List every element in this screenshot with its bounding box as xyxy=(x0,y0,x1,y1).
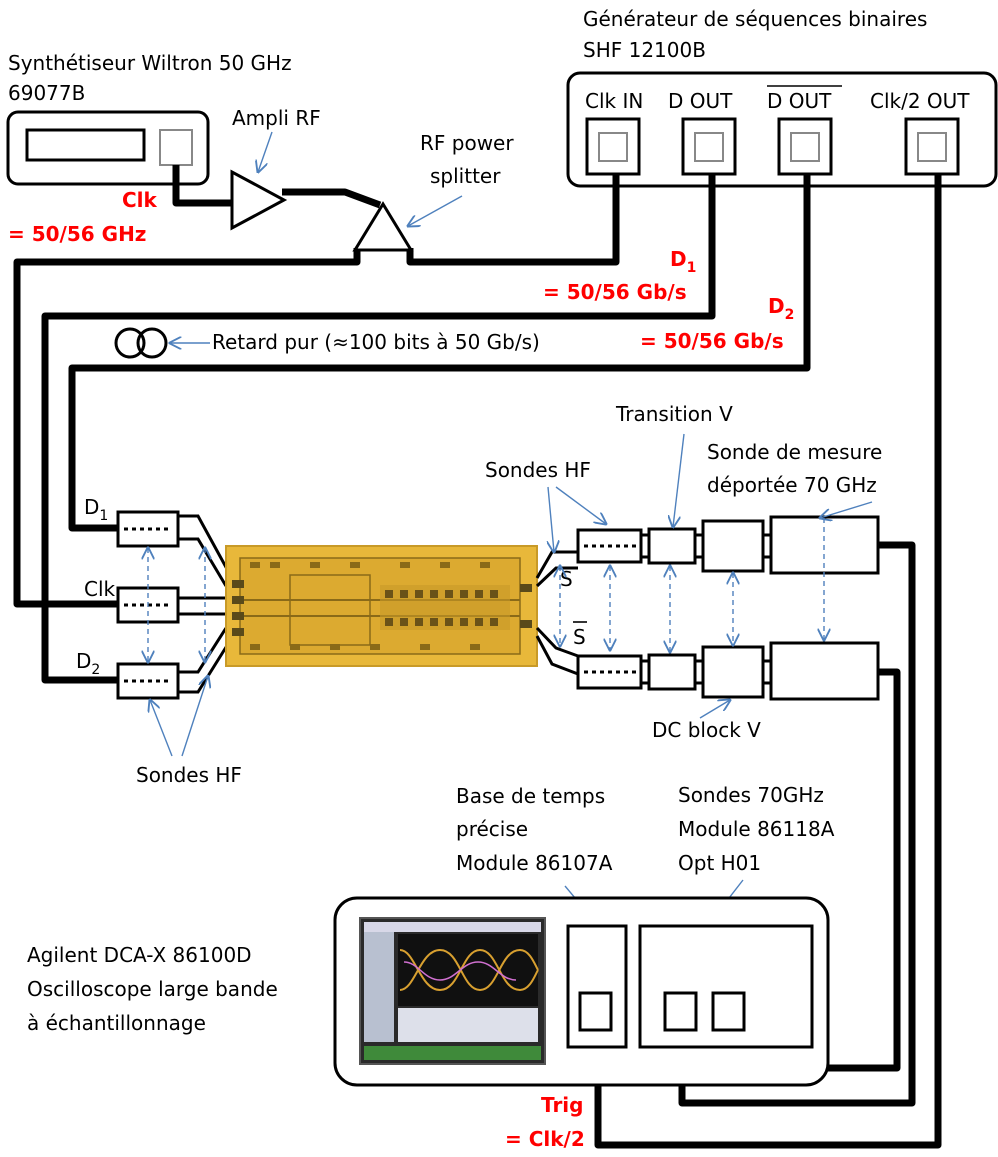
d2-rate: = 50/56 Gb/s xyxy=(640,329,784,353)
trig-annotation: Trig xyxy=(541,1093,583,1117)
ampli-rf-label: Ampli RF xyxy=(232,106,321,130)
probe-connector-1 xyxy=(665,993,696,1030)
sondes70-label-line1: Sondes 70GHz xyxy=(678,783,824,807)
sondes-hf-top-label: Sondes HF xyxy=(485,458,591,482)
sondes-hf-bottom-label: Sondes HF xyxy=(136,763,242,787)
input-clk-label: Clk xyxy=(84,577,116,601)
scope-label-line1: Agilent DCA-X 86100D xyxy=(27,943,252,967)
dc-block-arrow xyxy=(700,700,730,718)
delay-line-coil xyxy=(112,329,172,358)
timebase-label-line1: Base de temps xyxy=(456,784,605,808)
input-d1-label: D1 xyxy=(84,495,108,524)
output-s-label: S xyxy=(560,567,573,591)
generator-name-label: Générateur de séquences binaires xyxy=(583,7,927,31)
d-out-label: D OUT xyxy=(668,89,733,113)
output-s-bar-label: S xyxy=(573,625,586,649)
timebase-label-line2: précise xyxy=(456,817,528,841)
splitter-arrow xyxy=(408,196,462,226)
d1-annotation: D1 xyxy=(670,247,696,276)
remote-probe-label-line2: déportée 70 GHz xyxy=(707,473,877,497)
scope-label-line2: Oscilloscope large bande xyxy=(27,977,278,1001)
scope-label-line3: à échantillonnage xyxy=(27,1011,206,1035)
clk-in-label: Clk IN xyxy=(585,89,643,113)
splitter-label-line1: RF power xyxy=(420,131,514,155)
synth-model-label: 69077B xyxy=(8,81,85,105)
delay-label: Retard pur (≈100 bits à 50 Gb/s) xyxy=(212,330,540,354)
trigger-connector xyxy=(580,993,611,1030)
rf-power-splitter xyxy=(355,204,411,250)
output-chain-lower xyxy=(537,628,878,699)
sondes70-label-line3: Opt H01 xyxy=(678,851,761,875)
transition-v-arrow xyxy=(673,434,684,527)
oscilloscope-screen xyxy=(360,918,545,1064)
d2-annotation: D2 xyxy=(768,294,794,323)
sondes-hf-top-arrow-1 xyxy=(556,487,606,524)
clk2-out-label: Clk/2 OUT xyxy=(870,89,970,113)
output-chain-upper xyxy=(537,517,878,586)
trig-frequency: = Clk/2 xyxy=(505,1127,585,1151)
rf-amplifier xyxy=(232,172,284,228)
sondes-hf-top-arrow-2 xyxy=(548,487,554,552)
clk-annotation: Clk xyxy=(122,188,158,212)
input-d2-label: D2 xyxy=(76,649,100,678)
dc-block-label: DC block V xyxy=(652,718,761,742)
d1-rate: = 50/56 Gb/s xyxy=(543,280,687,304)
splitter-label-line2: splitter xyxy=(430,164,501,188)
timebase-label-line3: Module 86107A xyxy=(456,851,613,875)
d-out-bar-label: D OUT xyxy=(767,89,832,113)
generator-model-label: SHF 12100B xyxy=(583,38,706,62)
remote-probe-label-line1: Sonde de mesure xyxy=(707,440,882,464)
synthesizer-connector xyxy=(160,130,192,165)
chip-die xyxy=(226,546,537,666)
sondes-hf-bottom-arrow-1 xyxy=(150,700,172,756)
probe-connector-2 xyxy=(713,993,744,1030)
input-probes xyxy=(118,512,233,698)
synthesizer-display xyxy=(27,130,144,160)
clk-frequency: = 50/56 GHz xyxy=(8,222,146,246)
ampli-rf-arrow xyxy=(258,132,272,172)
synth-name-label: Synthétiseur Wiltron 50 GHz xyxy=(8,51,292,75)
transition-v-label: Transition V xyxy=(615,402,733,426)
sondes-hf-bottom-arrow-2 xyxy=(182,676,208,756)
sondes70-label-line2: Module 86118A xyxy=(678,817,835,841)
